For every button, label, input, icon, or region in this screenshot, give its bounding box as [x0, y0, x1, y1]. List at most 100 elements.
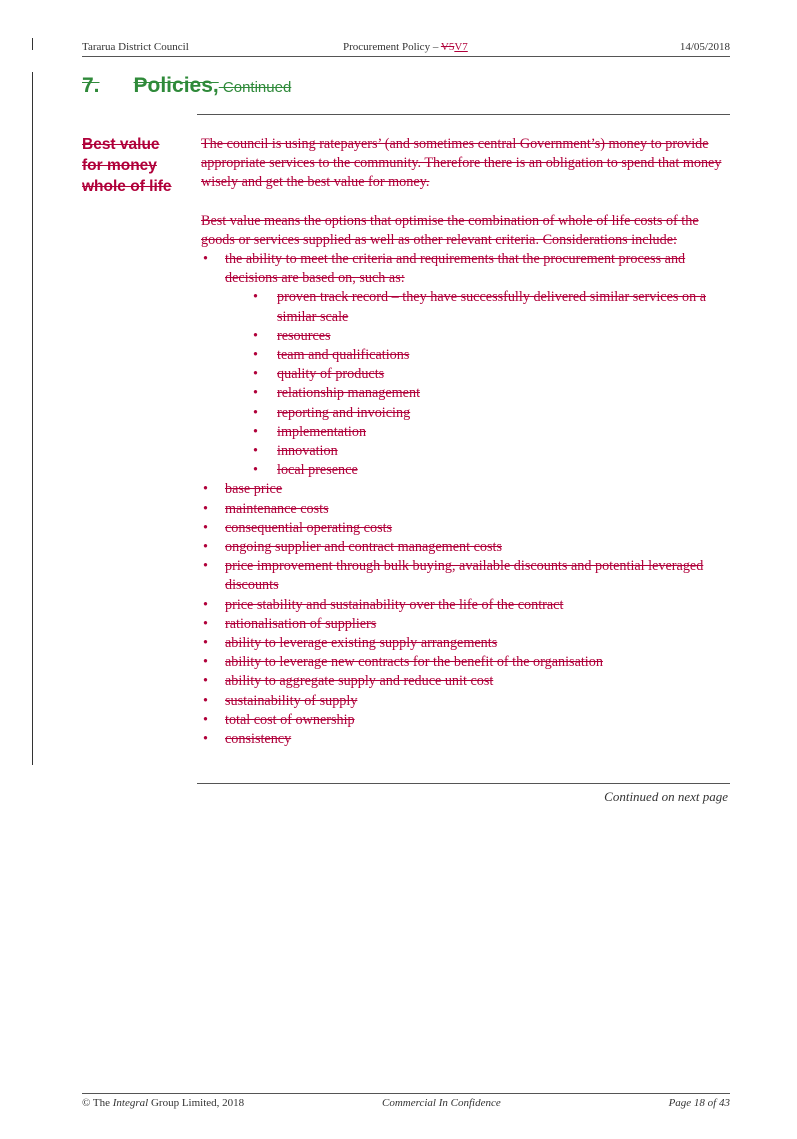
section-number: 7. — [82, 74, 100, 97]
bullet-icon: • — [253, 423, 258, 440]
list-item: • reporting and invoicing — [201, 404, 731, 423]
list-item-text: innovation — [277, 443, 338, 460]
header-title-prefix: Procurement Policy – — [343, 41, 441, 53]
list-item-text: ongoing supplier and contract management… — [225, 539, 502, 556]
list-item-text: reporting and invoicing — [277, 404, 411, 421]
bullet-icon: • — [203, 731, 208, 748]
list-item: • quality of products — [201, 365, 731, 384]
bullet-icon: • — [253, 289, 258, 306]
list-item-text: quality of products — [277, 366, 385, 383]
footer-company: Integral — [112, 1097, 149, 1109]
list-item: • ability to aggregate supply and reduce … — [201, 672, 731, 691]
bullet-icon: • — [203, 558, 208, 575]
list-item: • ability to leverage existing supply arr… — [201, 634, 731, 653]
list-item-text: total cost of ownership — [225, 711, 355, 728]
list-item-text: consistency — [225, 731, 292, 748]
list-item: • total cost of ownership — [201, 711, 731, 730]
footer-copyright-prefix: © The — [82, 1097, 113, 1109]
list-item-text: rationalisation of suppliers — [225, 615, 377, 632]
bottom-rule — [197, 783, 730, 784]
list-item: • ability to leverage new contracts for t… — [201, 653, 731, 672]
list-item-text: the ability to meet the criteria and req… — [225, 251, 686, 287]
list-item-text: ability to leverage new contracts for th… — [225, 654, 603, 671]
bullet-icon: • — [203, 615, 208, 632]
change-bar-main — [32, 72, 33, 765]
paragraph-intro: The council is using ratepayers’ (and so… — [201, 136, 722, 191]
bullet-icon: • — [253, 385, 258, 402]
list-item-text: price stability and sustainability over … — [225, 596, 564, 613]
list-item: • maintenance costs — [201, 500, 731, 519]
section-name: Policies, — [133, 74, 219, 97]
list-item-text: maintenance costs — [225, 500, 329, 517]
list-item: • base price — [201, 480, 731, 499]
list-item: • team and qualifications — [201, 346, 731, 365]
section-continued: Continued — [218, 79, 292, 96]
bullet-icon: • — [203, 500, 208, 517]
bullet-icon: • — [203, 673, 208, 690]
page-header: Tararua District Council Procurement Pol… — [82, 41, 730, 57]
side-label: Best value for money whole of life — [82, 134, 187, 197]
list-item: • relationship management — [201, 384, 731, 403]
list-item: • ongoing supplier and contract managemen… — [201, 538, 731, 557]
list-item: • local presence — [201, 461, 731, 480]
list-item-text: price improvement through bulk buying, a… — [225, 558, 704, 594]
header-rule — [82, 56, 730, 57]
change-bar-top — [32, 38, 33, 50]
footer-rule — [82, 1093, 730, 1094]
side-label-line: Best value — [82, 136, 160, 153]
list-item-text: consequential operating costs — [225, 519, 393, 536]
bullet-icon: • — [203, 654, 208, 671]
list-item: • sustainability of supply — [201, 692, 731, 711]
list-item-text: ability to leverage existing supply arra… — [225, 635, 498, 652]
list-item: • innovation — [201, 442, 731, 461]
paragraph-best-value: Best value means the options that optimi… — [201, 212, 699, 248]
bullet-icon: • — [203, 596, 208, 613]
footer-page-number: Page 18 of 43 — [668, 1097, 730, 1109]
list-item-text: implementation — [277, 423, 367, 440]
list-item-text: team and qualifications — [277, 347, 410, 364]
bullet-icon: • — [203, 635, 208, 652]
list-item: • consistency — [201, 730, 731, 749]
list-item-text: sustainability of supply — [225, 692, 358, 709]
bullet-icon: • — [203, 519, 208, 536]
bullet-icon: • — [253, 443, 258, 460]
bullet-icon: • — [253, 327, 258, 344]
continued-note: Continued on next page — [604, 789, 728, 804]
side-label-line: whole of life — [82, 178, 172, 195]
header-doc-title: Procurement Policy – V5V7 — [343, 41, 468, 53]
side-label-line: for money — [82, 157, 157, 174]
bullet-icon: • — [203, 251, 208, 268]
list-item: • the ability to meet the criteria and re… — [201, 250, 731, 288]
footer-copyright: © The Integral Group Limited, 2018 — [82, 1097, 244, 1109]
header-date: 14/05/2018 — [679, 41, 730, 53]
body-content: The council is using ratepayers’ (and so… — [201, 135, 731, 749]
section-rule — [197, 114, 730, 115]
bullet-icon: • — [203, 692, 208, 709]
bullet-icon: • — [203, 711, 208, 728]
list-item-text: relationship management — [277, 385, 421, 402]
bullet-icon: • — [253, 366, 258, 383]
list-item-text: resources — [277, 327, 331, 344]
list-item: • consequential operating costs — [201, 519, 731, 538]
list-item: • price stability and sustainability over… — [201, 596, 731, 615]
list-item: • resources — [201, 327, 731, 346]
bullet-icon: • — [253, 462, 258, 479]
section-heading: 7. Policies, Continued — [82, 74, 291, 98]
list-item-text: ability to aggregate supply and reduce u… — [225, 673, 494, 690]
list-item-text: proven track record – they have successf… — [277, 289, 707, 325]
list-item-text: base price — [225, 481, 283, 498]
header-version-inserted: V7 — [454, 41, 468, 53]
bullet-icon: • — [253, 347, 258, 364]
header-version-deleted: V5 — [440, 41, 455, 53]
list-item: • proven track record – they have success… — [201, 288, 731, 326]
list-item-text: local presence — [277, 462, 358, 479]
considerations-list: • the ability to meet the criteria and re… — [201, 250, 731, 749]
bullet-icon: • — [253, 404, 258, 421]
header-org: Tararua District Council — [82, 41, 189, 53]
footer-copyright-suffix: Group Limited, 2018 — [148, 1097, 245, 1109]
bullet-icon: • — [203, 481, 208, 498]
list-item: • implementation — [201, 423, 731, 442]
footer-confidentiality: Commercial In Confidence — [382, 1097, 501, 1109]
list-item: • rationalisation of suppliers — [201, 615, 731, 634]
bullet-icon: • — [203, 539, 208, 556]
